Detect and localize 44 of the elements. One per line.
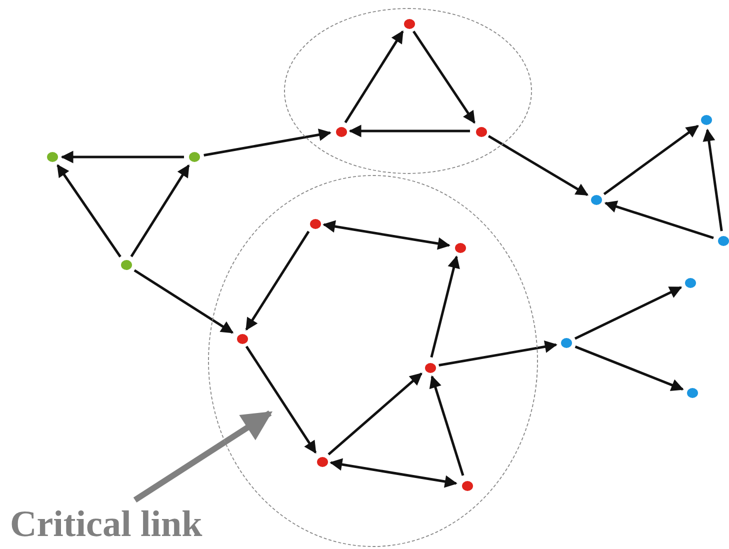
node-dot xyxy=(336,127,346,137)
arrow xyxy=(574,346,684,391)
arrow xyxy=(245,230,310,331)
node-dot xyxy=(590,195,602,205)
arrow xyxy=(134,269,234,334)
arrow xyxy=(56,164,122,258)
arrow xyxy=(702,128,723,232)
arrow xyxy=(328,372,422,456)
node-dot xyxy=(454,243,466,253)
node-dot xyxy=(718,236,728,246)
pointer-arrow xyxy=(133,410,273,503)
node-dot xyxy=(236,334,248,344)
node-dot xyxy=(310,219,320,229)
node-dot xyxy=(404,19,414,29)
arrow xyxy=(429,375,464,476)
arrow xyxy=(204,128,332,156)
node-dot xyxy=(686,388,698,398)
node-dot xyxy=(46,152,58,162)
arrow xyxy=(330,458,458,488)
arrow xyxy=(438,340,558,366)
node-dot xyxy=(424,363,436,373)
group-ellipse xyxy=(284,8,532,174)
node-dot xyxy=(700,115,712,125)
arrow xyxy=(604,200,714,240)
arrow xyxy=(430,256,460,358)
node-dot xyxy=(560,338,572,348)
node-dot xyxy=(684,278,696,288)
arrow xyxy=(488,135,588,196)
arrow xyxy=(603,124,699,196)
arrow xyxy=(574,286,682,340)
caption-text: Critical link xyxy=(10,506,202,543)
node-dot xyxy=(316,457,328,467)
node-dot xyxy=(476,127,486,137)
arrow xyxy=(348,124,470,138)
group-ellipse xyxy=(208,175,538,547)
arrow xyxy=(130,164,190,258)
node-dot xyxy=(462,481,472,491)
arrow xyxy=(412,30,476,124)
arrow xyxy=(322,220,450,250)
node-dot xyxy=(188,152,200,162)
arrow xyxy=(245,346,317,454)
arrow xyxy=(60,150,184,164)
arrow xyxy=(344,30,404,124)
node-dot xyxy=(120,260,132,270)
